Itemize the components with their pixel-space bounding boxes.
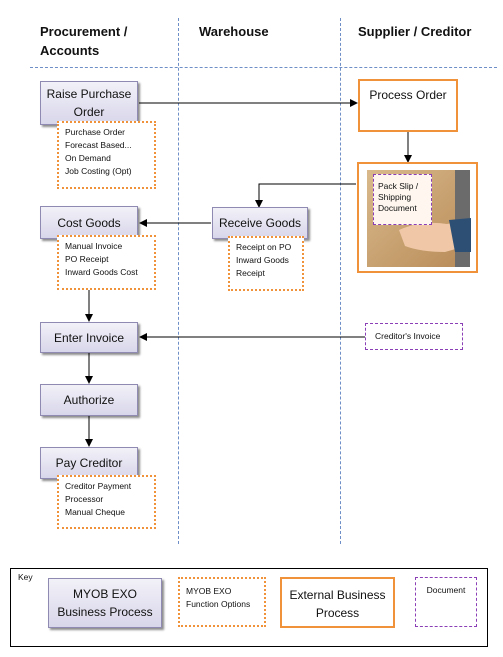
legend-external-business-process: External Business Process: [280, 577, 395, 628]
external-process-order-label: Process Order: [369, 88, 447, 102]
process-receive-goods: Receive Goods: [212, 207, 308, 239]
legend-myob-business-process-line1: MYOB EXO: [72, 587, 137, 601]
option-item: PO Receipt: [65, 254, 109, 264]
process-raise-purchase-order: Raise Purchase Order: [40, 81, 138, 125]
legend-document: Document: [415, 577, 477, 627]
legend-myob-business-process-line2: Business Process: [57, 605, 153, 619]
lane-header-supplier: Supplier / Creditor: [358, 24, 472, 39]
process-cost-goods: Cost Goods: [40, 206, 138, 239]
process-raise-purchase-order-line1: Raise Purchase: [46, 87, 132, 101]
lane-divider-2: [340, 18, 341, 544]
document-pack-slip-line3: Document: [378, 203, 417, 213]
legend-function-options-line1: MYOB EXO: [186, 586, 232, 596]
option-item: Receipt on PO: [236, 242, 292, 252]
packing-slip-photo: Pack Slip / Shipping Document: [357, 162, 478, 273]
lane-header-procurement-line2: Accounts: [40, 43, 100, 58]
header-divider: [30, 67, 497, 68]
document-pack-slip-line1: Pack Slip /: [378, 181, 419, 191]
arrow-packslip-to-receive: [255, 183, 356, 208]
option-item: Processor: [65, 494, 104, 504]
option-item: Creditor Payment: [65, 481, 132, 491]
options-cost-goods: Manual Invoice PO Receipt Inward Goods C…: [57, 235, 156, 290]
option-item: Manual Cheque: [65, 507, 126, 517]
lane-header-procurement-line1: Procurement /: [40, 24, 128, 39]
external-process-order: Process Order: [358, 79, 458, 132]
document-pack-slip: Pack Slip / Shipping Document: [373, 174, 432, 225]
legend-function-options-line2: Function Options: [186, 599, 251, 609]
option-item: Job Costing (Opt): [65, 166, 132, 176]
option-item: Receipt: [236, 268, 265, 278]
process-enter-invoice: Enter Invoice: [40, 322, 138, 353]
lane-divider-1: [178, 18, 179, 544]
option-item: On Demand: [65, 153, 111, 163]
option-item: Forecast Based...: [65, 140, 132, 150]
legend-title: Key: [18, 572, 33, 582]
legend-external-business-process-line2: Process: [315, 606, 360, 620]
option-item: Manual Invoice: [65, 241, 123, 251]
options-raise-purchase-order: Purchase Order Forecast Based... On Dema…: [57, 121, 156, 189]
options-pay-creditor: Creditor Payment Processor Manual Cheque: [57, 475, 156, 529]
legend-function-options: MYOB EXO Function Options: [178, 577, 266, 627]
document-pack-slip-line2: Shipping: [378, 192, 412, 202]
process-pay-creditor: Pay Creditor: [40, 447, 138, 479]
options-receive-goods: Receipt on PO Inward Goods Receipt: [228, 236, 304, 291]
process-authorize: Authorize: [40, 384, 138, 416]
legend: Key MYOB EXO Business Process MYOB EXO F…: [10, 568, 488, 647]
legend-external-business-process-line1: External Business: [289, 588, 386, 602]
option-item: Inward Goods Cost: [65, 267, 138, 277]
option-item: Inward Goods: [236, 255, 289, 265]
legend-myob-business-process: MYOB EXO Business Process: [48, 578, 162, 628]
process-raise-purchase-order-line2: Order: [73, 105, 105, 119]
lane-header-warehouse: Warehouse: [199, 24, 269, 39]
option-item: Purchase Order: [65, 127, 125, 137]
document-creditors-invoice: Creditor's Invoice: [365, 323, 463, 350]
lane-header-procurement: Procurement / Accounts: [40, 22, 127, 60]
